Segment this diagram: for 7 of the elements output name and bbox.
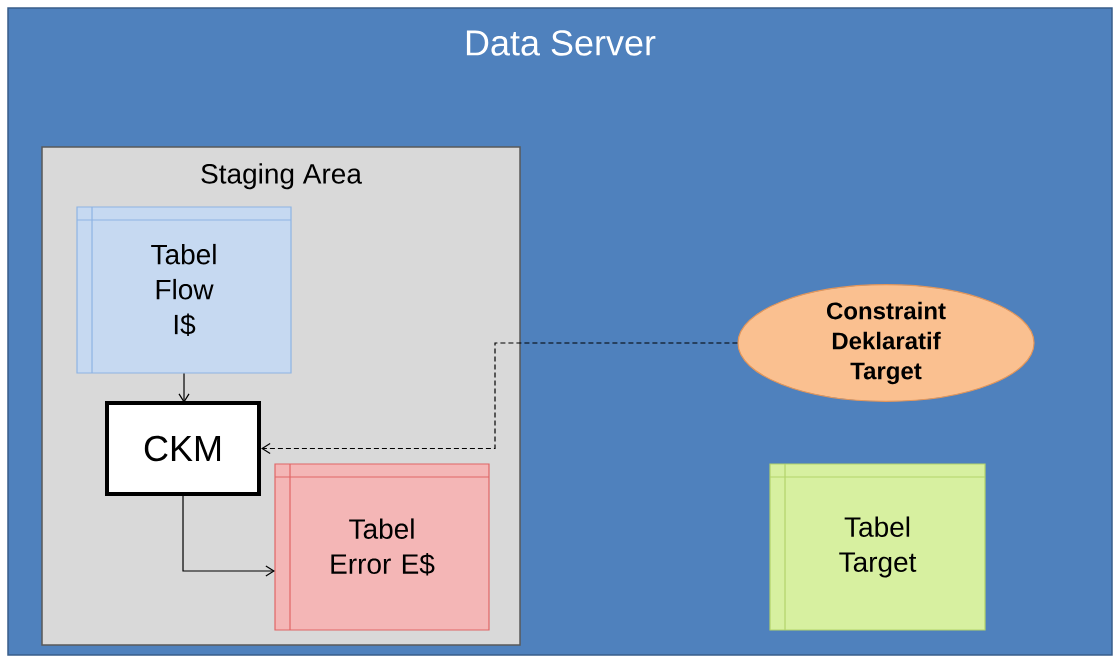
arrow bbox=[261, 342, 738, 455]
arrow bbox=[182, 495, 275, 577]
arrow bbox=[178, 373, 190, 403]
table-box: Tabel Error E$ bbox=[274, 463, 490, 631]
table-box: Tabel Target bbox=[769, 463, 986, 631]
table-box: Tabel Flow I$ bbox=[76, 206, 292, 374]
process-box: CKM bbox=[105, 401, 261, 496]
